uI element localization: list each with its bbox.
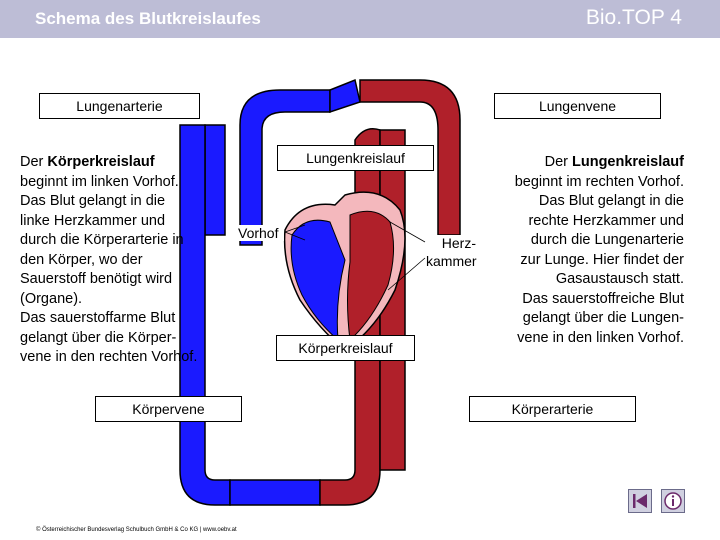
systemic-circuit-description: Der Körperkreislauf beginnt im linken Vor… <box>20 153 235 368</box>
body-artery-label: Körperarterie <box>469 396 636 422</box>
header-bar: Schema des Blutkreislaufes Bio.TOP 4 <box>0 0 720 38</box>
left-body: beginnt im linken Vorhof. Das Blut gelan… <box>20 173 198 366</box>
pointer-lines <box>284 221 426 291</box>
ventricle-label-line1: Herz- <box>426 235 476 251</box>
heart <box>283 191 406 351</box>
pulmonary-artery-label: Lungenarterie <box>39 93 200 119</box>
right-body: beginnt im rechten Vorhof. Das Blut gela… <box>514 173 684 346</box>
left-term: Körperkreislauf <box>47 154 155 170</box>
info-button[interactable] <box>661 489 685 513</box>
brand-label: Bio.TOP 4 <box>585 6 682 29</box>
body-capillaries-left <box>229 479 321 506</box>
pulmonary-circuit-description: Der Lungenkreislauf beginnt im rechten Vo… <box>483 153 684 348</box>
copyright-notice: © Österreichischer Bundesverlag Schulbuc… <box>36 527 237 533</box>
systemic-circuit-label: Körperkreislauf <box>276 335 415 361</box>
right-intro: Der <box>544 154 572 170</box>
left-heart-chambers <box>347 210 395 342</box>
right-term: Lungenkreislauf <box>572 154 684 170</box>
info-icon <box>661 489 685 513</box>
lung-capillaries-left <box>329 78 361 114</box>
atrium-label: Vorhof <box>238 225 284 241</box>
pulmonary-circuit-label: Lungenkreislauf <box>277 145 434 171</box>
start-button[interactable] <box>628 489 652 513</box>
pulmonary-vein-label: Lungenvene <box>494 93 661 119</box>
ventricle-pointer <box>389 221 426 243</box>
ventricle-label-line2: kammer <box>426 253 482 269</box>
ventricle-pointer-2 <box>387 257 426 291</box>
page-title: Schema des Blutkreislaufes <box>35 9 261 28</box>
atrium-pointer <box>284 224 306 233</box>
start-icon <box>628 489 652 513</box>
atrium-pointer-2 <box>284 231 306 241</box>
left-intro: Der <box>20 154 48 170</box>
body-vein-label: Körpervene <box>95 396 242 422</box>
